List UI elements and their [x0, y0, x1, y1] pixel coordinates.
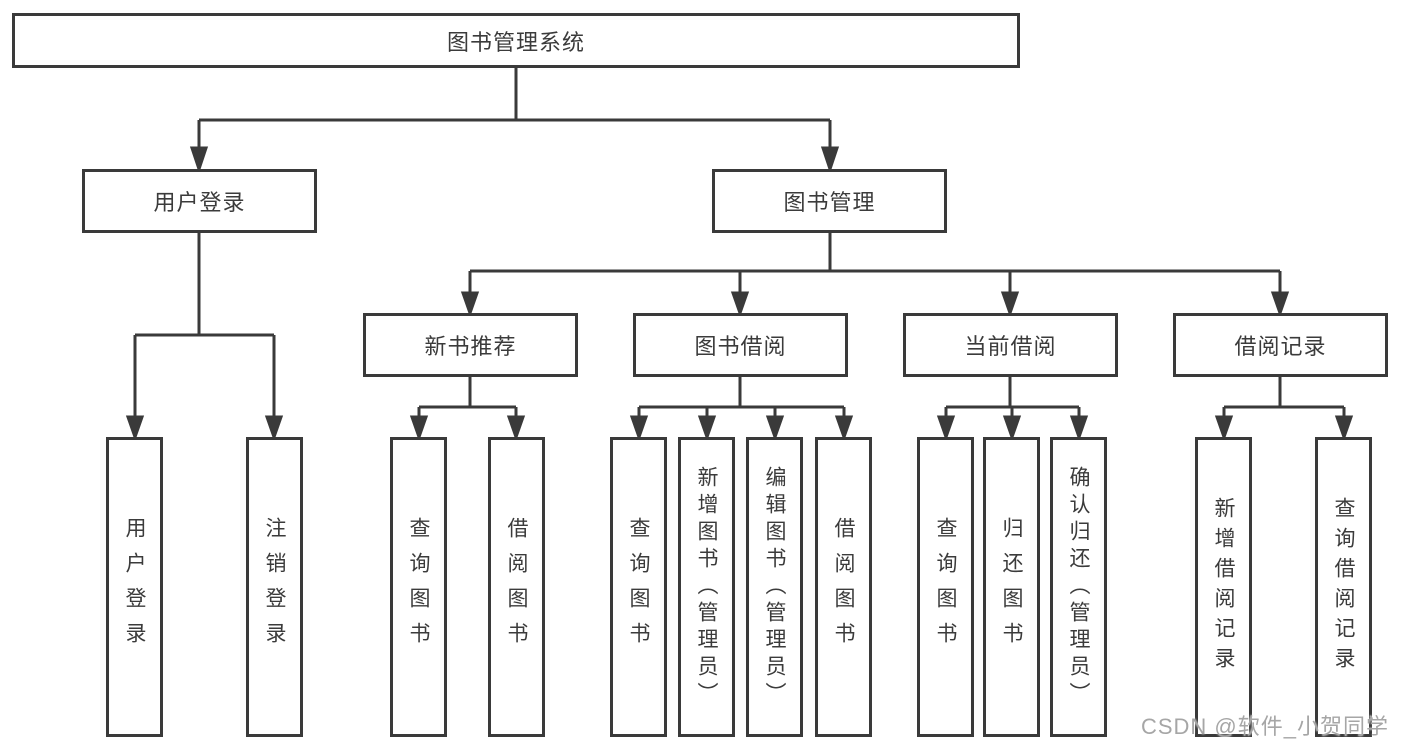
leaf-edit-book-admin: 编辑图书（管理员） [746, 437, 803, 737]
node-label: 图书借阅 [694, 334, 787, 359]
node-label: 归还图书 [1000, 517, 1023, 657]
connector-newbook-to-leaves [409, 377, 526, 442]
node-label: 借阅记录 [1234, 334, 1327, 359]
node-user-login: 用户登录 [82, 169, 317, 233]
node-label: 查询图书 [407, 517, 430, 657]
node-label: 查询借阅记录 [1332, 497, 1355, 677]
arrowhead [1334, 415, 1354, 442]
leaf-query-books-current: 查询图书 [917, 437, 974, 737]
node-label: 注销登录 [263, 517, 286, 657]
arrowhead [1214, 415, 1234, 442]
arrowhead [834, 415, 854, 442]
arrowhead [1000, 291, 1020, 318]
node-label: 用户登录 [123, 517, 146, 657]
connector-userlogin-to-leaves [125, 233, 284, 442]
node-library-management-system: 图书管理系统 [12, 13, 1020, 68]
arrowhead [820, 146, 840, 174]
leaf-add-borrow-record: 新增借阅记录 [1195, 437, 1252, 737]
arrowhead [460, 291, 480, 318]
node-current-borrow: 当前借阅 [903, 313, 1118, 377]
arrowhead [1069, 415, 1089, 442]
node-label: 用户登录 [153, 190, 246, 215]
arrowhead [730, 291, 750, 318]
arrowhead [697, 415, 717, 442]
arrowhead [1270, 291, 1290, 318]
node-label: 查询图书 [934, 517, 957, 657]
connector-root-to-level2 [189, 68, 840, 174]
node-borrow-records: 借阅记录 [1173, 313, 1388, 377]
connector-currentborrow-to-leaves [936, 377, 1089, 442]
arrowhead [125, 415, 145, 442]
arrowhead [1002, 415, 1022, 442]
node-label: 图书管理 [783, 190, 876, 215]
arrowhead [189, 146, 209, 174]
arrowhead [409, 415, 429, 442]
node-label: 借阅图书 [832, 517, 855, 657]
node-label: 新增图书（管理员） [695, 465, 718, 709]
node-new-book-recommend: 新书推荐 [363, 313, 578, 377]
connector-records-to-leaves [1214, 377, 1354, 442]
leaf-query-books-recommend: 查询图书 [390, 437, 447, 737]
leaf-user-login: 用户登录 [106, 437, 163, 737]
leaf-confirm-return-admin: 确认归还（管理员） [1050, 437, 1107, 737]
node-label: 借阅图书 [505, 517, 528, 657]
node-label: 编辑图书（管理员） [763, 465, 786, 709]
arrowhead [936, 415, 956, 442]
csdn-watermark: CSDN @软件_小贺同学 [1140, 714, 1389, 739]
node-book-management: 图书管理 [712, 169, 947, 233]
node-label: 确认归还（管理员） [1067, 465, 1090, 709]
node-label: 当前借阅 [964, 334, 1057, 359]
node-label: 新增借阅记录 [1212, 497, 1235, 677]
connector-bookborrow-to-leaves [629, 377, 854, 442]
arrowhead [264, 415, 284, 442]
leaf-borrow-books: 借阅图书 [815, 437, 872, 737]
leaf-add-book-admin: 新增图书（管理员） [678, 437, 735, 737]
arrowhead [506, 415, 526, 442]
arrowhead [765, 415, 785, 442]
node-label: 查询图书 [627, 517, 650, 657]
leaf-logout: 注销登录 [246, 437, 303, 737]
leaf-borrow-books-recommend: 借阅图书 [488, 437, 545, 737]
leaf-query-borrow-record: 查询借阅记录 [1315, 437, 1372, 737]
node-book-borrow: 图书借阅 [633, 313, 848, 377]
connector-bookmgmt-to-level3 [460, 233, 1290, 318]
node-label: 新书推荐 [424, 334, 517, 359]
leaf-query-books-borrow: 查询图书 [610, 437, 667, 737]
leaf-return-book: 归还图书 [983, 437, 1040, 737]
node-label: 图书管理系统 [446, 29, 585, 55]
arrowhead [629, 415, 649, 442]
